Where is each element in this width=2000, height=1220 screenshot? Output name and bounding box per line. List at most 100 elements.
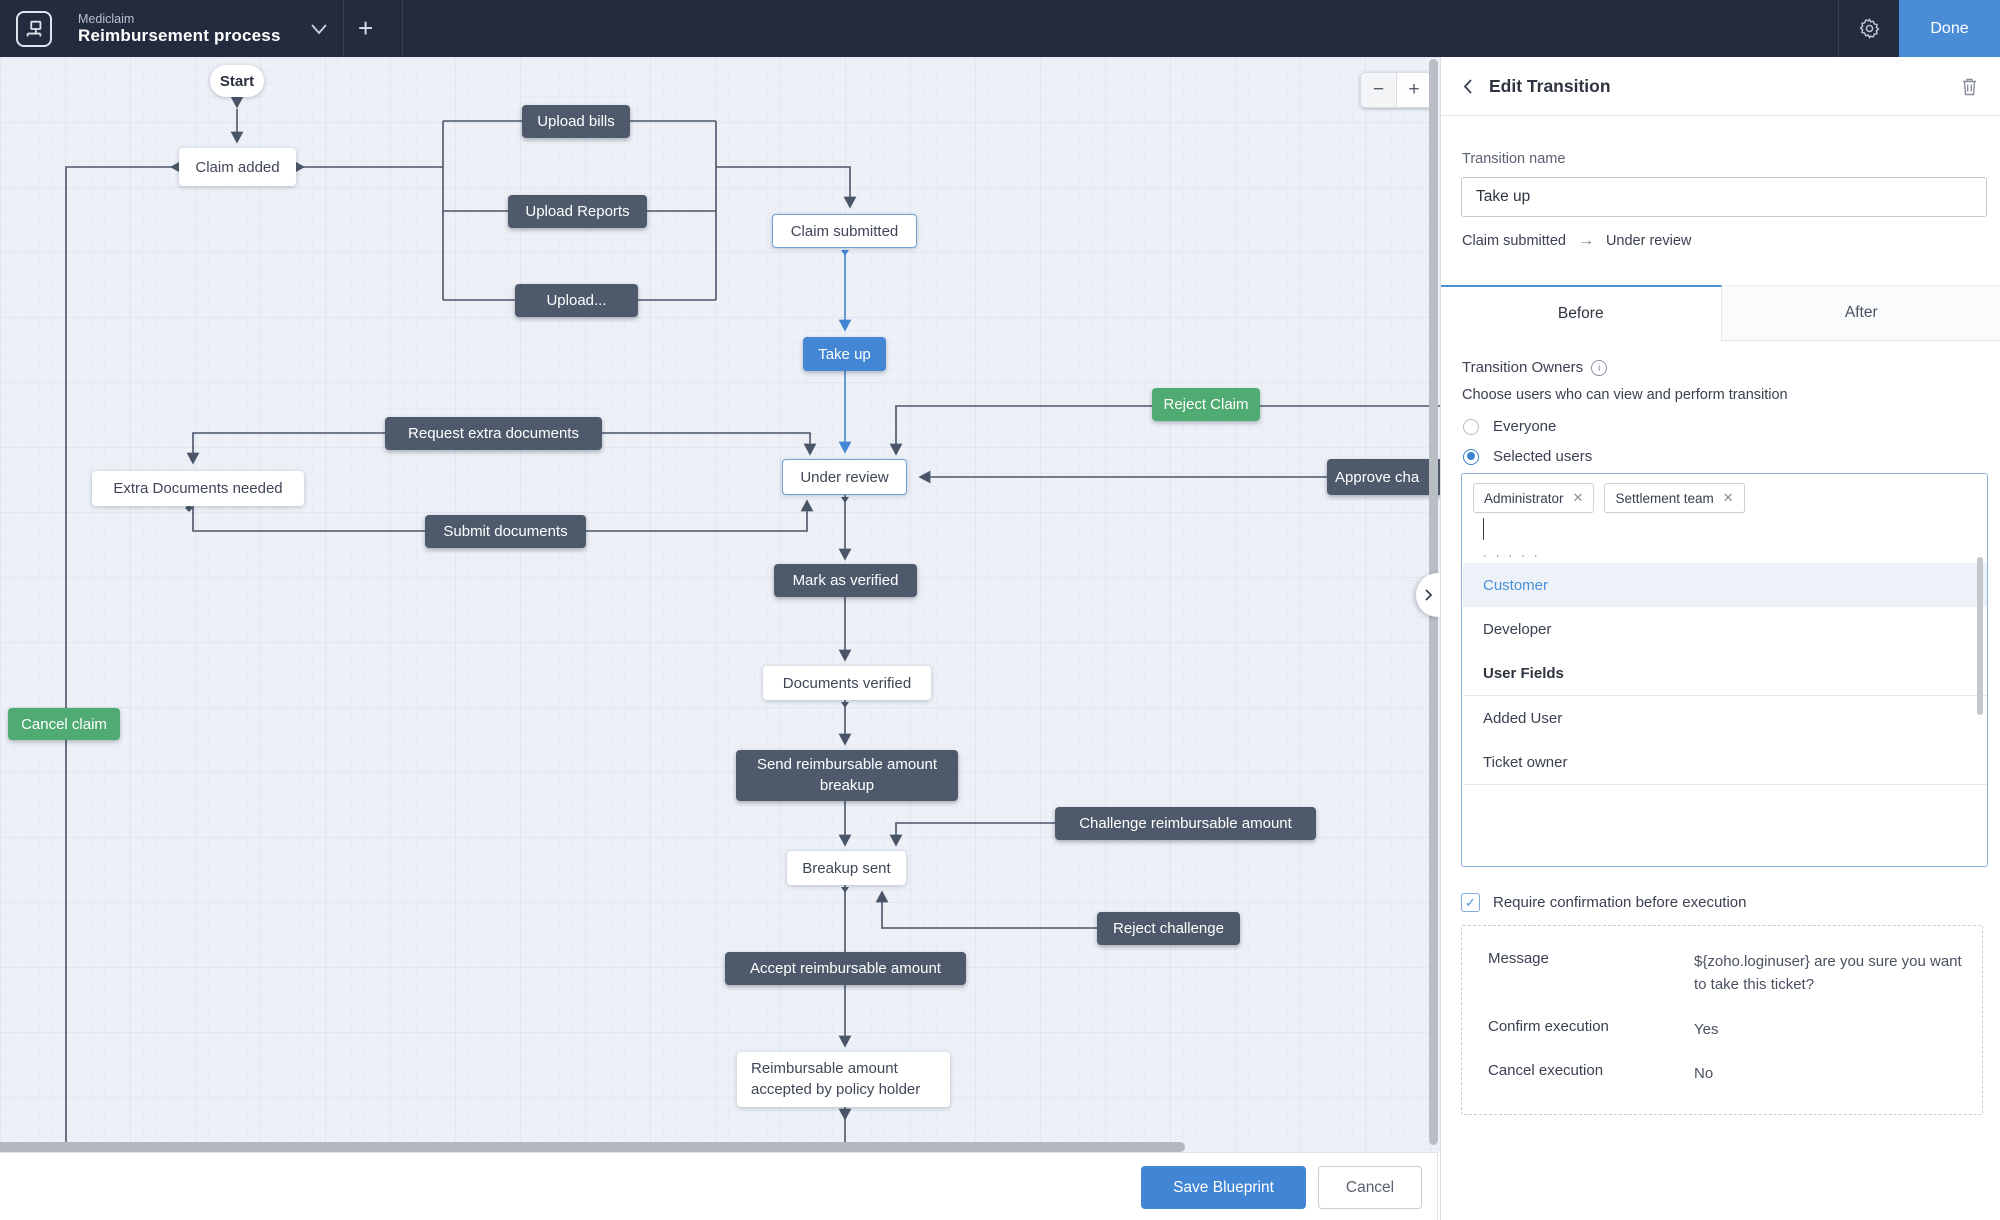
node-submit-documents[interactable]: Submit documents <box>425 515 586 548</box>
process-switcher-chevron-icon[interactable] <box>309 22 329 36</box>
divider <box>1838 0 1839 57</box>
radio-everyone-label: Everyone <box>1493 418 1557 435</box>
node-upload-reports[interactable]: Upload Reports <box>508 195 647 228</box>
dropdown-item-customer[interactable]: Customer <box>1463 563 1987 607</box>
panel-title: Edit Transition <box>1489 75 1611 96</box>
node-reimbursement-accepted[interactable]: Reimbursable amount accepted by policy h… <box>737 1052 950 1107</box>
dropdown-group-user-fields: User Fields <box>1483 664 1564 682</box>
chip-row: Administrator ✕ Settlement team ✕ <box>1462 474 1987 513</box>
back-chevron-icon[interactable] <box>1463 78 1473 95</box>
dropdown-clipped-item[interactable]: · · · · · <box>1483 550 1541 562</box>
canvas-footer: Save Blueprint Cancel <box>0 1152 1438 1220</box>
dropdown-item-ticket-owner[interactable]: Ticket owner <box>1483 753 1568 771</box>
divider <box>342 0 344 57</box>
node-under-review[interactable]: Under review <box>782 459 907 495</box>
owners-subtitle: Choose users who can view and perform tr… <box>1462 387 1788 403</box>
edit-transition-panel: Edit Transition Transition name Claim su… <box>1440 57 2000 1220</box>
chip-remove-icon[interactable]: ✕ <box>1572 490 1584 505</box>
route-to-state: Under review <box>1605 233 1692 249</box>
save-blueprint-button[interactable]: Save Blueprint <box>1141 1166 1306 1209</box>
radio-circle-icon[interactable] <box>1463 418 1479 435</box>
owners-dropdown: · · · · · Customer Developer User Fields… <box>1463 550 1987 785</box>
confirmation-field-row: Confirm execution Yes <box>1488 1018 1962 1041</box>
cancel-button[interactable]: Cancel <box>1318 1166 1422 1209</box>
app-subtitle: Mediclaim <box>78 11 135 26</box>
before-after-tabs: Before After <box>1441 285 2000 341</box>
top-bar: Mediclaim Reimbursement process + Done <box>0 0 2000 57</box>
node-start[interactable]: Start <box>210 65 264 97</box>
node-accept-amount[interactable]: Accept reimbursable amount <box>725 952 966 985</box>
radio-selected-users-label: Selected users <box>1493 448 1593 465</box>
confirmation-field-row: Message ${zoho.loginuser} are you sure y… <box>1488 950 1962 997</box>
zoom-controls: − + <box>1360 72 1432 108</box>
message-value: ${zoho.loginuser} are you sure you want … <box>1694 953 1962 994</box>
zoom-in-button[interactable]: + <box>1396 72 1432 108</box>
node-approve-challenge[interactable]: Approve cha <box>1327 459 1440 495</box>
chip-label: Settlement team <box>1615 490 1714 506</box>
confirmation-details-box: Message ${zoho.loginuser} are you sure y… <box>1461 925 1983 1115</box>
text-cursor <box>1483 518 1484 540</box>
tab-before[interactable]: Before <box>1441 285 1722 341</box>
radio-selected-icon[interactable] <box>1463 448 1479 465</box>
dropdown-item-developer[interactable]: Developer <box>1483 620 1552 638</box>
add-blueprint-button[interactable]: + <box>358 13 374 43</box>
flow-connectors <box>65 96 1440 1149</box>
blueprint-logo-icon[interactable] <box>16 10 52 47</box>
transition-name-input[interactable] <box>1461 177 1987 217</box>
chip-settlement-team[interactable]: Settlement team ✕ <box>1604 483 1745 513</box>
node-cancel-claim[interactable]: Cancel claim <box>8 708 120 740</box>
process-title-block: Mediclaim Reimbursement process <box>78 12 281 46</box>
owners-multiselect[interactable]: Administrator ✕ Settlement team ✕ · · · … <box>1461 473 1988 867</box>
transition-name-label: Transition name <box>1462 151 1566 167</box>
divider <box>1463 695 1987 696</box>
divider <box>1463 784 1987 785</box>
zoom-out-button[interactable]: − <box>1360 72 1396 108</box>
node-extra-documents-needed[interactable]: Extra Documents needed <box>92 471 304 506</box>
node-reject-claim[interactable]: Reject Claim <box>1152 388 1260 421</box>
radio-everyone[interactable]: Everyone <box>1463 418 1556 435</box>
panel-header: Edit Transition <box>1441 57 2000 116</box>
radio-selected-users[interactable]: Selected users <box>1463 448 1592 465</box>
message-label: Message <box>1488 950 1549 967</box>
node-take-up[interactable]: Take up <box>803 337 886 371</box>
checkbox-checked-icon[interactable]: ✓ <box>1461 893 1480 912</box>
cancel-execution-value: No <box>1694 1064 1714 1082</box>
dropdown-scrollbar[interactable] <box>1977 557 1983 715</box>
chip-administrator[interactable]: Administrator ✕ <box>1473 483 1595 513</box>
settings-gear-icon[interactable] <box>1839 0 1899 57</box>
chip-remove-icon[interactable]: ✕ <box>1722 490 1734 505</box>
node-upload-bills[interactable]: Upload bills <box>522 105 630 138</box>
node-send-breakup[interactable]: Send reimbursable amount breakup <box>736 750 958 801</box>
route-arrow-icon: → <box>1577 232 1594 249</box>
node-breakup-sent[interactable]: Breakup sent <box>787 851 906 885</box>
transition-owners-title: Transition Owners i <box>1462 359 1608 376</box>
node-upload-more[interactable]: Upload... <box>515 284 638 317</box>
require-confirmation-label: Require confirmation before execution <box>1493 894 1747 911</box>
chip-label: Administrator <box>1484 490 1564 506</box>
process-title: Reimbursement process <box>78 25 281 45</box>
node-reject-challenge[interactable]: Reject challenge <box>1097 912 1240 945</box>
flow-canvas[interactable]: Start Claim added Upload bills Upload Re… <box>0 57 1440 1152</box>
dropdown-item-added-user[interactable]: Added User <box>1483 709 1563 727</box>
route-from-state: Claim submitted <box>1462 233 1566 249</box>
node-claim-added[interactable]: Claim added <box>179 148 296 186</box>
tab-after[interactable]: After <box>1721 285 2000 341</box>
node-request-extra-documents[interactable]: Request extra documents <box>385 417 602 450</box>
info-icon[interactable]: i <box>1591 359 1608 376</box>
transition-route: Claim submitted → Under review <box>1462 232 1691 250</box>
chevron-right-icon <box>1424 589 1432 601</box>
transition-owners-label: Transition Owners <box>1462 359 1584 376</box>
confirm-execution-value: Yes <box>1694 1020 1719 1038</box>
node-claim-submitted[interactable]: Claim submitted <box>772 214 917 248</box>
node-documents-verified[interactable]: Documents verified <box>763 666 931 700</box>
confirm-execution-label: Confirm execution <box>1488 1017 1609 1035</box>
confirmation-field-row: Cancel execution No <box>1488 1062 1962 1085</box>
divider <box>401 0 403 57</box>
require-confirmation-row[interactable]: ✓ Require confirmation before execution <box>1461 893 1746 912</box>
done-button[interactable]: Done <box>1899 0 2000 57</box>
node-mark-as-verified[interactable]: Mark as verified <box>774 564 917 597</box>
canvas-horizontal-scrollbar[interactable] <box>0 1142 1185 1152</box>
node-challenge-amount[interactable]: Challenge reimbursable amount <box>1055 807 1316 840</box>
delete-transition-icon[interactable] <box>1961 77 1978 96</box>
